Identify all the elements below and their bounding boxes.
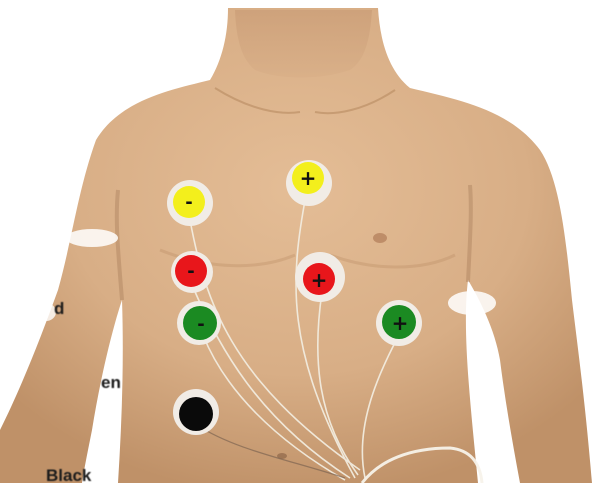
svg-text:+: + xyxy=(311,268,328,292)
electrode-black-ground xyxy=(173,389,219,435)
electrode-yellow-positive: + xyxy=(286,160,332,206)
svg-text:-: - xyxy=(185,192,192,213)
lead-label-fragment-1: d xyxy=(54,299,64,319)
svg-text:-: - xyxy=(197,314,204,335)
svg-text:+: + xyxy=(300,166,317,190)
svg-text:-: - xyxy=(187,261,194,282)
electrode-red-negative: - xyxy=(171,251,213,293)
electrode-green-negative: - xyxy=(177,301,221,345)
neck-shadow xyxy=(235,10,372,78)
lead-label-fragment-2: en xyxy=(101,373,121,393)
electrode-yellow-negative: - xyxy=(167,180,213,226)
svg-text:+: + xyxy=(392,311,409,335)
electrode-green-positive: + xyxy=(376,300,422,346)
lead-label-fragment-3: Black xyxy=(46,466,91,486)
electrode-red-positive: + xyxy=(295,252,345,302)
